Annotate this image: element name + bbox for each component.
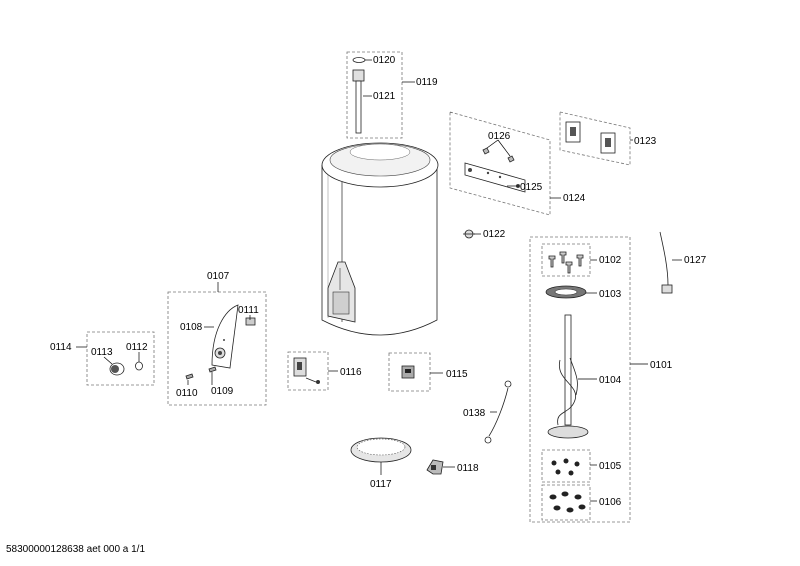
label-0117: 0117 bbox=[370, 479, 392, 490]
label-0112: 0112 bbox=[126, 342, 148, 353]
part-0122 bbox=[463, 229, 481, 239]
label-0111: 0111 bbox=[238, 305, 259, 316]
part-0118 bbox=[426, 459, 455, 475]
label-0106: 0106 bbox=[599, 497, 622, 508]
label-0113: 0113 bbox=[91, 347, 113, 358]
label-0102: 0102 bbox=[599, 255, 622, 266]
label-0122: 0122 bbox=[483, 229, 506, 240]
label-0125: 0125 bbox=[520, 182, 543, 193]
tank-body bbox=[321, 142, 439, 336]
nuts-0105 bbox=[551, 458, 580, 476]
label-0115: 0115 bbox=[446, 369, 468, 380]
label-0138: 0138 bbox=[463, 408, 486, 419]
label-0101: 0101 bbox=[650, 360, 673, 371]
label-0110: 0110 bbox=[176, 388, 198, 399]
label-0123: 0123 bbox=[634, 136, 657, 147]
part-group-0116 bbox=[287, 351, 338, 391]
part-group-0123 bbox=[559, 111, 633, 166]
part-0127 bbox=[659, 231, 682, 294]
part-group-0114 bbox=[76, 331, 155, 386]
part-0138 bbox=[484, 380, 512, 444]
label-0107: 0107 bbox=[207, 271, 230, 282]
label-0127: 0127 bbox=[684, 255, 707, 266]
label-0121: 0121 bbox=[373, 91, 396, 102]
label-0124: 0124 bbox=[563, 193, 586, 204]
part-group-0115 bbox=[388, 352, 443, 392]
label-0114: 0114 bbox=[50, 342, 72, 353]
label-0105: 0105 bbox=[599, 461, 622, 472]
footer-document-id: 58300000128638 aet 000 a 1/1 bbox=[6, 544, 146, 555]
screws-0102 bbox=[548, 251, 584, 274]
part-group-0101 bbox=[529, 236, 648, 523]
element-0104 bbox=[547, 314, 589, 439]
label-0126: 0126 bbox=[488, 131, 511, 142]
label-0104: 0104 bbox=[599, 375, 622, 386]
part-0117 bbox=[350, 437, 412, 475]
label-0119: 0119 bbox=[416, 77, 438, 88]
part-group-0124 bbox=[449, 111, 561, 216]
label-0108: 0108 bbox=[180, 322, 203, 333]
label-0103: 0103 bbox=[599, 289, 622, 300]
part-group-0119 bbox=[346, 51, 415, 139]
label-0116: 0116 bbox=[340, 367, 362, 378]
label-0109: 0109 bbox=[211, 386, 234, 397]
label-0118: 0118 bbox=[457, 463, 479, 474]
washers-0106 bbox=[549, 491, 586, 513]
label-0120: 0120 bbox=[373, 55, 396, 66]
part-group-0107 bbox=[167, 282, 267, 406]
